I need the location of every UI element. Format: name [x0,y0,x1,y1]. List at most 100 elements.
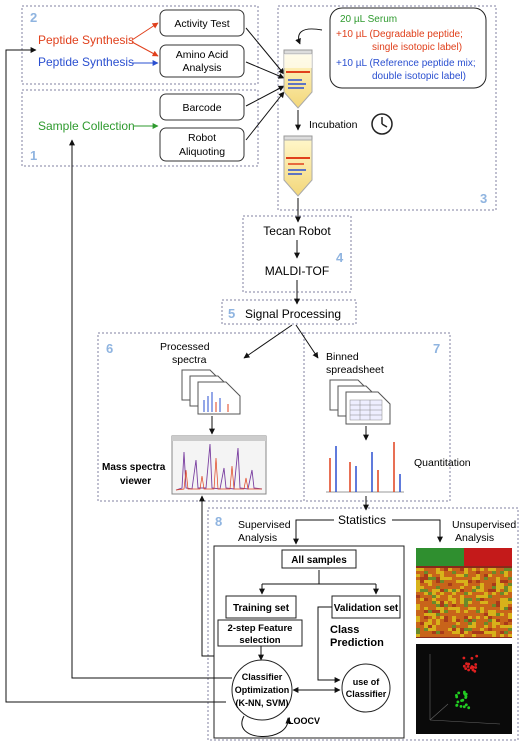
scatter-point [461,698,465,702]
loocv-loop [241,715,292,737]
class-prediction-label-1: Class [330,624,359,636]
heatmap-cell [432,580,436,583]
heatmap-cell [476,607,480,610]
arrow-robot-to-tube [245,91,285,141]
use-classifier-circle [341,663,391,713]
heatmap-cell [448,574,452,577]
heatmap-cell [420,580,424,583]
loocv-label: LOOCV [288,716,320,726]
heatmap-cell [500,589,504,592]
heatmap-cell [492,613,496,616]
heatmap-cell [440,568,444,571]
heatmap-cell [420,568,424,571]
heatmap-cell [440,601,444,604]
heatmap-cell [468,616,472,619]
heatmap-cell [508,628,512,631]
heatmap-cell [476,580,480,583]
feedback-arrow-to-sample [69,139,232,679]
heatmap-cell [468,619,472,622]
heatmap-cell [472,628,476,631]
heatmap-cell [476,631,480,634]
heatmap-cell [424,613,428,616]
heatmap-cell [456,625,460,628]
heatmap-cell [464,634,468,637]
heatmap-cell [416,574,420,577]
heatmap-cell [424,592,428,595]
heatmap-cell [416,583,420,586]
heatmap-cell [484,607,488,610]
heatmap-cell [464,619,468,622]
heatmap-cell [476,610,480,613]
heatmap-cell [504,631,508,634]
scatter-point [469,666,473,670]
heatmap-cell [432,607,436,610]
heatmap-cell [488,625,492,628]
heatmap-cell [460,598,464,601]
heatmap-cell [436,592,440,595]
heatmap-cell [464,577,468,580]
heatmap-cell [488,607,492,610]
heatmap-cell [444,619,448,622]
heatmap-cell [492,568,496,571]
heatmap-cell [440,571,444,574]
heatmap-cell [508,568,512,571]
heatmap-cell [456,613,460,616]
processed-spectra-label-1: Processed [160,341,210,353]
heatmap-cell [488,580,492,583]
heatmap-cell [476,628,480,631]
heatmap-cell [460,604,464,607]
heatmap-cell [500,619,504,622]
heatmap-cell [468,568,472,571]
heatmap-cell [456,586,460,589]
heatmap-cell [444,625,448,628]
arrow-stats-to-unsupervised [392,519,443,543]
heatmap-cell [416,625,420,628]
heatmap-cell [424,583,428,586]
heatmap-cell [488,577,492,580]
heatmap-cell [492,619,496,622]
scatter-point [470,656,474,660]
heatmap-cell [456,577,460,580]
heatmap-cell [420,625,424,628]
heatmap-cell [464,589,468,592]
heatmap-cell [424,589,428,592]
heatmap-cell [440,616,444,619]
heatmap-cell [428,601,432,604]
barcode-box [159,93,245,121]
heatmap-cell [444,610,448,613]
heatmap-cell [424,604,428,607]
heatmap-cell [428,598,432,601]
heatmap-cell [416,589,420,592]
heatmap-cell [476,589,480,592]
heatmap-cell [496,625,500,628]
heatmap-cell [456,610,460,613]
heatmap-cell [460,634,464,637]
heatmap-cell [448,577,452,580]
heatmap-cell [424,634,428,637]
heatmap-cell [492,625,496,628]
heatmap-cell [432,595,436,598]
heatmap-cell [444,568,448,571]
activity-test-box [159,9,245,37]
heatmap-cell [496,583,500,586]
supervised-label-1: Supervised [238,519,291,531]
heatmap-cell [436,598,440,601]
heatmap-cell [416,604,420,607]
clock-icon [371,113,393,135]
heatmap-cell [508,574,512,577]
heatmap-cell [472,598,476,601]
heatmap-cell [472,616,476,619]
activity-test-label: Activity Test [174,18,229,30]
heatmap-cell [436,604,440,607]
mass-spectra-viewer-label-1: Mass spectra [102,462,166,473]
heatmap-cell [504,589,508,592]
heatmap-cell [500,598,504,601]
heatmap-cell [428,586,432,589]
supervised-label-2: Analysis [238,532,277,544]
scatter-point [466,665,470,668]
heatmap-cell [468,601,472,604]
heatmap-cell [424,607,428,610]
heatmap-cell [456,598,460,601]
spreadsheet-files-icon [329,379,391,425]
heatmap-cell [488,574,492,577]
